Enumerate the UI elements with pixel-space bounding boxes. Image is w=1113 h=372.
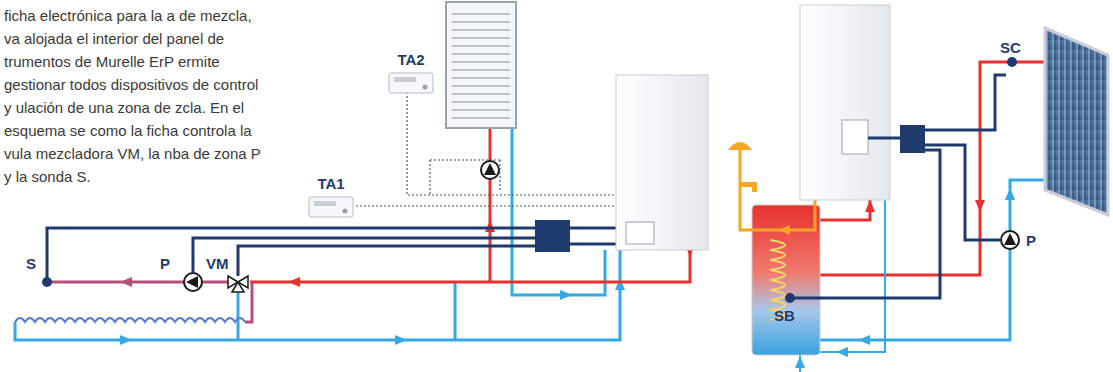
thermostat-icon bbox=[308, 196, 354, 218]
thermostat-label: TA1 bbox=[317, 176, 344, 191]
thermostat-icon bbox=[388, 72, 434, 94]
valve-label: VM bbox=[206, 256, 229, 271]
thermostat-label: TA2 bbox=[397, 52, 424, 67]
description-text: ficha electrónica para la a de mezcla, v… bbox=[4, 4, 266, 188]
sensor-label: SB bbox=[774, 308, 795, 323]
thermostat: TA1 bbox=[308, 176, 354, 218]
pump-label: P bbox=[1026, 233, 1036, 248]
pump-label: P bbox=[160, 256, 170, 271]
sensor-label: SC bbox=[1000, 40, 1021, 55]
thermostat: TA2 bbox=[388, 52, 434, 94]
sensor-label: S bbox=[26, 256, 36, 271]
